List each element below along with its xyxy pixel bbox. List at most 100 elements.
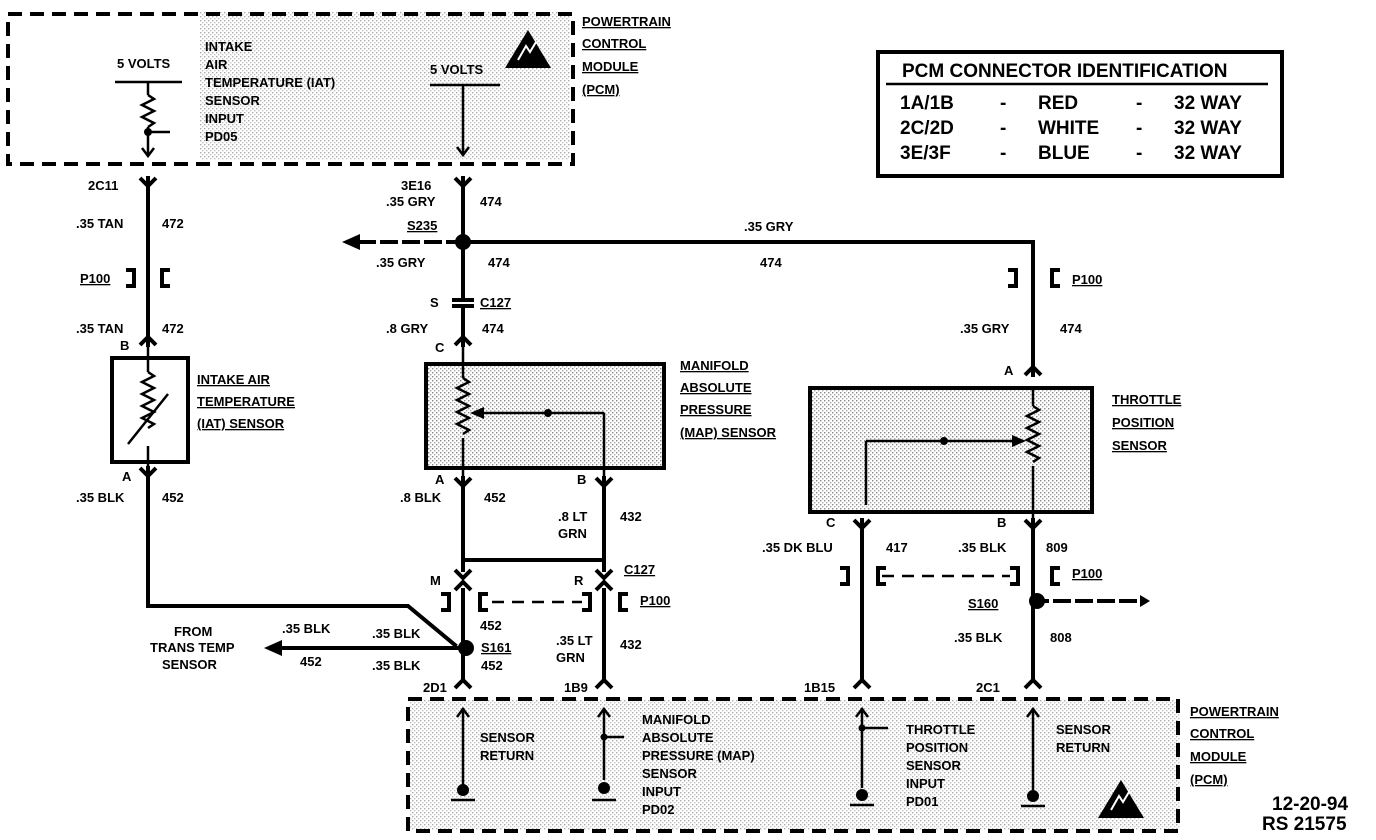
svg-text:-: - [1000,143,1006,164]
splice-s235-dot [455,234,471,250]
svg-text:SENSOR: SENSOR [162,657,218,672]
svg-text:CONTROL: CONTROL [1190,726,1254,741]
splice-s160-dot [1029,593,1045,609]
svg-text:THROTTLE: THROTTLE [906,722,976,737]
svg-text:PRESSURE: PRESSURE [680,402,752,417]
pin-label: A [1004,363,1014,378]
pcm-connector-row: 1A/1B - RED - 32 WAY [900,93,1242,114]
svg-text:-: - [1136,93,1142,114]
pcm-connector-table: PCM CONNECTOR IDENTIFICATION 1A/1B - RED… [876,50,1284,178]
svg-text:1A/1B: 1A/1B [900,93,954,114]
circuit-label: 432 [620,637,642,652]
svg-text:POWERTRAIN: POWERTRAIN [582,14,671,29]
circuit-label: 472 [162,216,184,231]
svg-text:POWERTRAIN: POWERTRAIN [1190,704,1279,719]
pin-label: 2C1 [976,680,1000,695]
svg-text:(PCM): (PCM) [1190,772,1228,787]
pcm-bottom-tps-input-label: THROTTLE POSITION SENSOR INPUT PD01 [906,722,976,809]
svg-text:INPUT: INPUT [205,111,244,126]
wire-label: .35 BLK [372,626,421,641]
pin-label: B [577,472,586,487]
pcm-bottom-sensor-return-2: SENSOR RETURN [1056,722,1112,755]
diagram-ref: RS 21575 [1262,814,1347,835]
svg-text:TEMPERATURE (IAT): TEMPERATURE (IAT) [205,75,335,90]
wire-label: .35 GRY [376,255,426,270]
footer-reference: 12-20-94 RS 21575 [1262,794,1348,835]
pcm-bottom-title: POWERTRAIN CONTROL MODULE (PCM) [1190,704,1279,787]
svg-text:PRESSURE (MAP): PRESSURE (MAP) [642,748,755,763]
pcm-connector-row: 3E/3F - BLUE - 32 WAY [900,143,1242,164]
wire-label: .8 BLK [400,490,442,505]
svg-text:SENSOR: SENSOR [906,758,962,773]
pin-label: R [574,573,584,588]
wire-label: .35 BLK [372,658,421,673]
circuit-label: 452 [480,618,502,633]
svg-text:MANIFOLD: MANIFOLD [642,712,711,727]
wire-label: .35 DK BLU [762,540,833,555]
svg-text:PD01: PD01 [906,794,939,809]
diagram-date: 12-20-94 [1272,794,1348,815]
svg-text:POSITION: POSITION [906,740,968,755]
circuit-label: 474 [488,255,510,270]
svg-text:THROTTLE: THROTTLE [1112,392,1182,407]
svg-text:SENSOR: SENSOR [1056,722,1112,737]
svg-text:PD02: PD02 [642,802,675,817]
svg-text:(PCM): (PCM) [582,82,620,97]
pcm-bottom-module [406,697,1180,833]
svg-text:AIR: AIR [205,57,228,72]
svg-text:32 WAY: 32 WAY [1174,118,1242,139]
circuit-label: 474 [482,321,504,336]
pin-label: A [435,472,445,487]
circuit-label: 452 [484,490,506,505]
pin-label: 3E16 [401,178,431,193]
pin-label: M [430,573,441,588]
svg-text:-: - [1000,93,1006,114]
circuit-label: 474 [480,194,502,209]
circuit-label: 809 [1046,540,1068,555]
svg-text:SENSOR: SENSOR [205,93,261,108]
svg-text:TEMPERATURE: TEMPERATURE [197,394,295,409]
iat-sensor [110,345,190,468]
svg-text:CONTROL: CONTROL [582,36,646,51]
wire-label: .35 TAN [76,321,123,336]
splice-label: S161 [481,640,511,655]
pin-label: B [997,515,1006,530]
wire-label: .8 GRY [386,321,428,336]
svg-text:(IAT) SENSOR: (IAT) SENSOR [197,416,285,431]
svg-text:ABSOLUTE: ABSOLUTE [642,730,714,745]
svg-text:INPUT: INPUT [906,776,945,791]
pcm-top-right-voltage: 5 VOLTS [430,62,484,77]
wire-label: .35 BLK [958,540,1007,555]
connector-label: P100 [1072,566,1102,581]
pin-label: 1B9 [564,680,588,695]
svg-text:SENSOR: SENSOR [642,766,698,781]
svg-text:MANIFOLD: MANIFOLD [680,358,749,373]
wire-label: .35 GRY [386,194,436,209]
pcm-top-title: POWERTRAIN CONTROL MODULE (PCM) [582,14,671,97]
svg-text:2C/2D: 2C/2D [900,118,954,139]
connector-label: C127 [624,562,655,577]
wire-label: GRN [556,650,585,665]
connector-label: P100 [80,271,110,286]
circuit-label: 452 [300,654,322,669]
connector-label: P100 [1072,272,1102,287]
wire-label: .35 BLK [954,630,1003,645]
diagram-labels: 2C11 .35 TAN 472 P100 .35 TAN 472 B A .3… [76,178,1182,695]
svg-text:RED: RED [1038,93,1078,114]
svg-text:SENSOR: SENSOR [480,730,536,745]
svg-text:-: - [1136,143,1142,164]
pcm-top-iat-input-label: INTAKE AIR TEMPERATURE (IAT) SENSOR INPU… [205,39,335,144]
pcm-top-module [6,12,575,166]
pin-label: C [435,340,445,355]
wire-label: .35 TAN [76,216,123,231]
svg-text:FROM: FROM [174,624,212,639]
pin-label: 1B15 [804,680,835,695]
wire-label: .35 GRY [960,321,1010,336]
pin-label: A [122,469,132,484]
throttle-position-sensor [808,386,1094,520]
svg-text:(MAP) SENSOR: (MAP) SENSOR [680,425,777,440]
circuit-label: 808 [1050,630,1072,645]
pcm-connector-row: 2C/2D - WHITE - 32 WAY [900,118,1242,139]
wire-label: .35 LT [556,633,593,648]
pin-label: 2D1 [423,680,447,695]
